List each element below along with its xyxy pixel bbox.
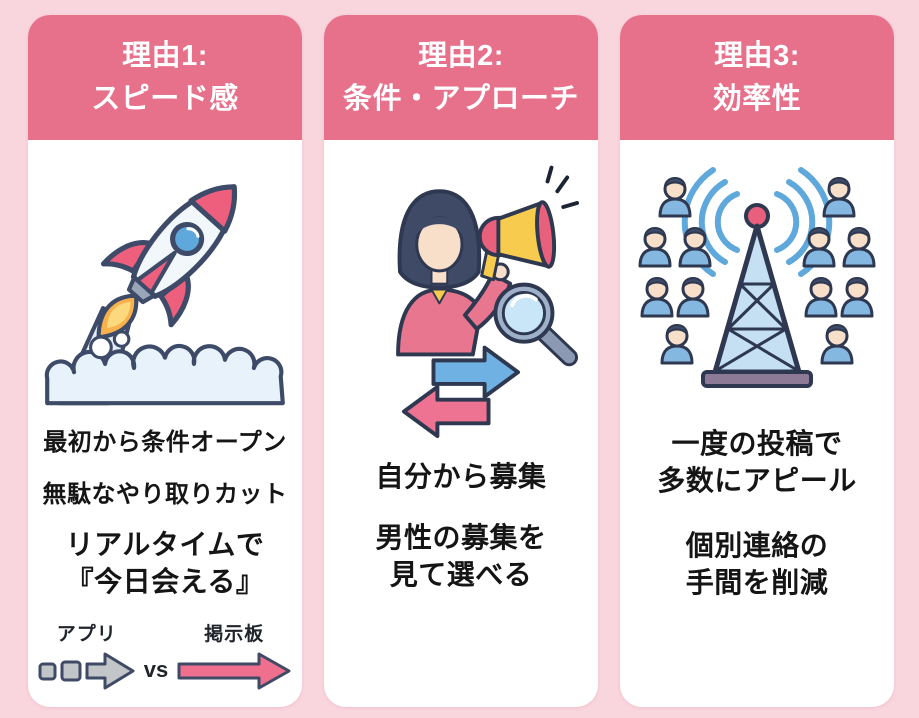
app-label: アプリ [56, 624, 117, 645]
fast-arrow-icon [177, 652, 291, 690]
reason-card-efficiency: 理由3: 効率性 [620, 15, 894, 707]
card-body-efficiency: 一度の投稿で 多数にアピール 個別連絡の 手間を削減 [620, 140, 894, 707]
board-label: 掲示板 [204, 624, 265, 645]
approach-point-2: 男性の募集を 見て選べる [375, 520, 546, 594]
efficiency-point-1-line2: 多数にアピール [657, 464, 857, 496]
vs-label: vs [143, 657, 169, 682]
speed-highlight-line1: リアルタイムで [65, 529, 265, 560]
approach-point-1: 自分から募集 [375, 461, 547, 492]
right-arrow-icon [431, 345, 520, 399]
header-line2: 条件・アプローチ [342, 82, 579, 115]
card-body-speed: 最初から条件オープン 無駄なやり取りカット リアルタイムで 『今日会える』 アプ… [28, 140, 302, 707]
signal-waves-icon [681, 167, 833, 277]
speed-highlight-line2: 『今日会える』 [65, 565, 265, 597]
card-body-approach: 自分から募集 男性の募集を 見て選べる [324, 140, 598, 707]
card-header-efficiency: 理由3: 効率性 [620, 15, 894, 140]
efficiency-point-1: 一度の投稿で 多数にアピール [657, 426, 857, 500]
app-vs-board-comparison: アプリ vs 掲示板 [37, 619, 293, 691]
header-line1: 理由2: [418, 39, 504, 72]
efficiency-point-1-line1: 一度の投稿で [671, 428, 843, 459]
approach-point-2-line2: 見て選べる [389, 558, 533, 590]
efficiency-point-2: 個別連絡の 手間を削減 [686, 528, 829, 602]
broadcast-tower-audience-icon [633, 154, 881, 404]
efficiency-point-2-line2: 手間を削減 [685, 566, 829, 598]
rocket-launch-icon [41, 140, 289, 408]
speed-point-2: 無駄なやり取りカット [42, 481, 288, 508]
sound-lines-icon [545, 165, 579, 209]
speed-highlight: リアルタイムで 『今日会える』 [66, 527, 265, 601]
megaphone-woman-search-icon [343, 146, 579, 441]
slow-steps-arrow-icon [38, 652, 135, 690]
speed-point-1: 最初から条件オープン [43, 429, 287, 456]
reason-card-speed: 理由1: スピード感 [28, 15, 302, 707]
header-line2: スピード感 [91, 82, 239, 115]
header-line1: 理由1: [122, 39, 208, 72]
left-arrow-icon [402, 384, 491, 439]
header-line2: 効率性 [712, 82, 802, 115]
efficiency-point-2-line1: 個別連絡の [685, 529, 829, 561]
reason-card-approach: 理由2: 条件・アプローチ [324, 15, 598, 707]
approach-point-2-line1: 男性の募集を [375, 521, 547, 553]
card-header-speed: 理由1: スピード感 [28, 15, 302, 140]
header-line1: 理由3: [714, 39, 800, 72]
card-header-approach: 理由2: 条件・アプローチ [324, 15, 598, 140]
